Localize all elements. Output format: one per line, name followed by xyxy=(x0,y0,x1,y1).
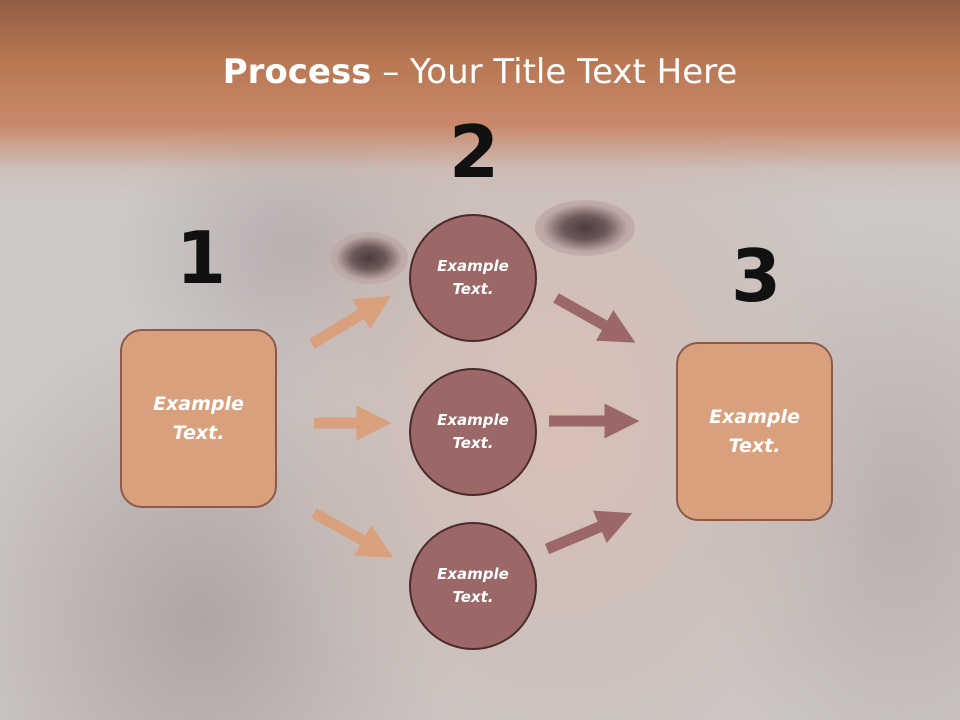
process-box-left-text: Example Text. xyxy=(153,392,244,444)
process-box-right: Example Text. xyxy=(676,342,833,521)
background-eye-right xyxy=(535,200,635,256)
process-circle-bottom: Example Text. xyxy=(409,522,537,650)
arrow-left-down xyxy=(311,508,394,558)
header-band xyxy=(0,0,960,200)
arrow-right-down xyxy=(553,293,636,343)
step-number-1: 1 xyxy=(176,216,227,300)
process-circle-middle: Example Text. xyxy=(409,368,537,496)
step-number-2: 2 xyxy=(449,110,500,194)
arrow-right-up xyxy=(544,510,633,555)
title-bold: Process xyxy=(222,52,372,92)
title-rest: – Your Title Text Here xyxy=(371,52,738,92)
slide-title: Process – Your Title Text Here xyxy=(0,52,960,92)
background-eye-left xyxy=(330,232,408,284)
process-box-right-text: Example Text. xyxy=(709,405,800,457)
process-circle-top-text: Example Text. xyxy=(437,257,509,298)
arrow-left-up xyxy=(309,295,392,349)
process-circle-top: Example Text. xyxy=(409,214,537,342)
process-box-left: Example Text. xyxy=(120,329,277,508)
step-number-3: 3 xyxy=(731,234,782,318)
process-circle-middle-text: Example Text. xyxy=(437,411,509,452)
process-circle-bottom-text: Example Text. xyxy=(437,565,509,606)
